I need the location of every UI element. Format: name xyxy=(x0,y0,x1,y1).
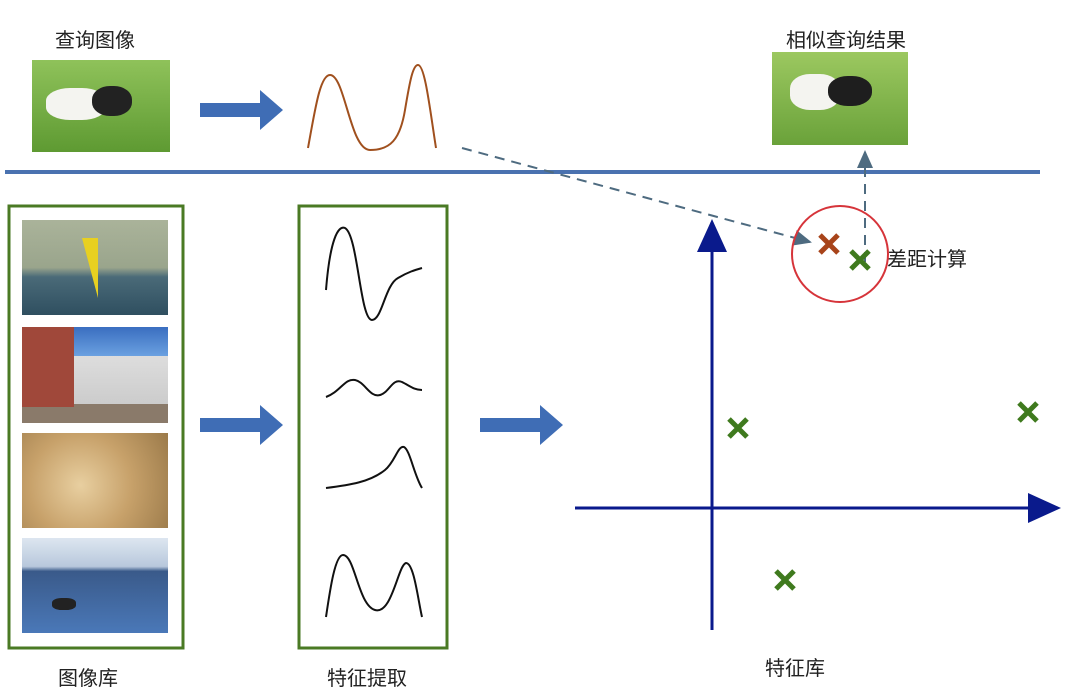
feature-library-label: 特征库 xyxy=(765,656,825,680)
feature-extraction-box xyxy=(297,204,449,650)
query-feature-curve xyxy=(307,63,437,152)
query-to-space-dashed-arrow xyxy=(461,147,812,246)
similar-result-label: 相似查询结果 xyxy=(786,28,906,52)
arrow-right-icon xyxy=(200,405,283,445)
feature-curve-3 xyxy=(325,445,423,489)
library-image-building xyxy=(22,327,168,423)
db-feature-mark xyxy=(774,569,796,591)
db-feature-mark xyxy=(1017,401,1039,423)
distance-circle xyxy=(791,205,889,303)
image-library-label: 图像库 xyxy=(58,666,118,690)
feature-curve-4 xyxy=(325,553,423,618)
library-image-fox xyxy=(22,433,168,528)
db-feature-mark xyxy=(849,249,871,271)
feature-extraction-label: 特征提取 xyxy=(327,666,407,690)
db-feature-mark xyxy=(727,417,749,439)
query-pig-image xyxy=(32,60,170,152)
feature-curve-1 xyxy=(325,226,423,322)
arrow-right-icon xyxy=(480,405,563,445)
feature-curve-2 xyxy=(325,378,423,398)
query-feature-mark xyxy=(818,233,840,255)
image-library-box xyxy=(7,204,185,650)
arrow-right-icon xyxy=(200,90,283,130)
query-image-label: 查询图像 xyxy=(55,28,135,52)
distance-calc-label: 差距计算 xyxy=(887,247,967,271)
library-image-windsurfer xyxy=(22,220,168,315)
library-image-jetski xyxy=(22,538,168,633)
result-pig-image xyxy=(772,52,908,145)
